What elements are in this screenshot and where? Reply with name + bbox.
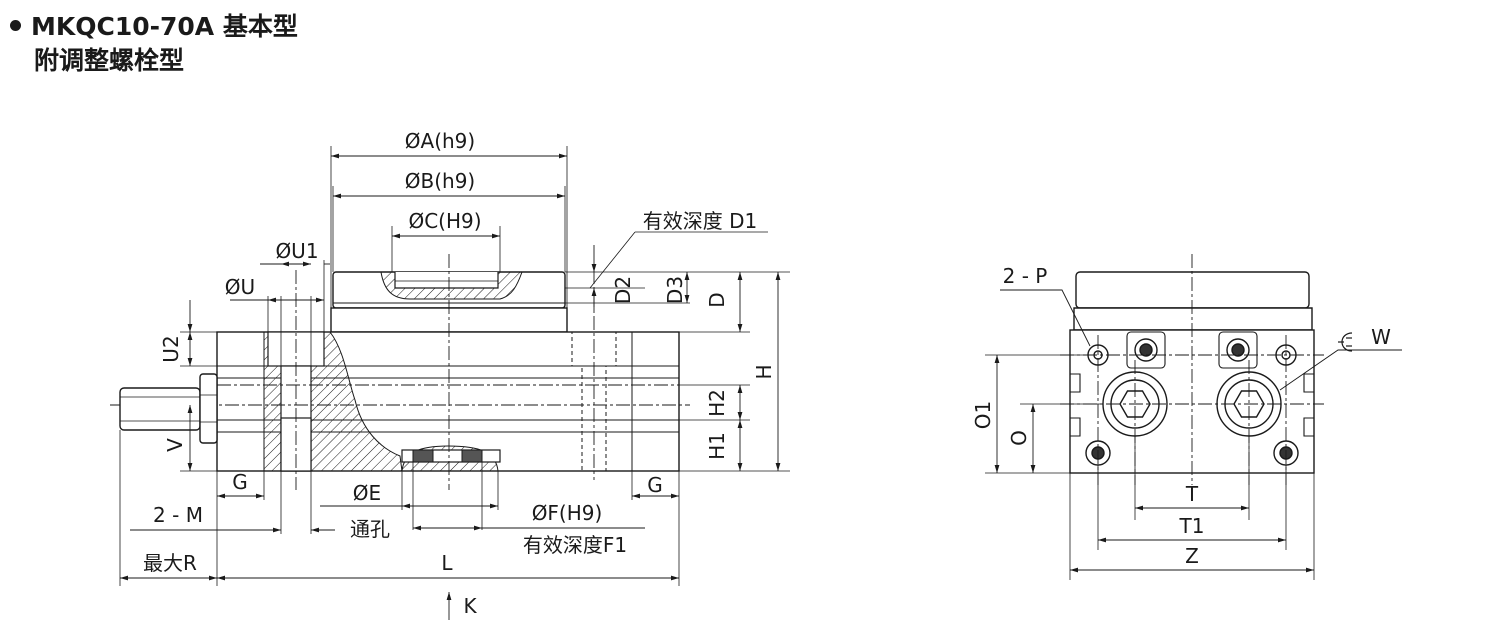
depth-d1-label: 有效深度 D1 — [643, 209, 757, 233]
dim-g-left-label: G — [232, 470, 248, 494]
title-line-1: MKQC10-70A 基本型 — [10, 10, 298, 44]
front-view — [110, 146, 790, 620]
front-view-labels: ØA(h9) ØB(h9) ØC(H9) 有效深度 D1 ØU1 ØU U2 D… — [143, 129, 776, 618]
depth-f1-label: 有效深度F1 — [523, 533, 627, 557]
side-table — [1075, 271, 1310, 309]
dimension-lines — [120, 153, 781, 620]
dim-m-label: 2 - M — [153, 503, 203, 527]
dim-h1-label: H1 — [705, 432, 729, 460]
dim-h-label: H — [752, 364, 776, 379]
side-view — [985, 254, 1402, 580]
cylinder-body — [110, 254, 690, 490]
subtitle: 附调整螺栓型 — [34, 46, 185, 75]
max-r-label: 最大R — [143, 551, 197, 575]
dim-b-label: ØB(h9) — [405, 169, 475, 193]
dim-o-label: O — [1007, 430, 1031, 446]
dim-g-right-label: G — [647, 473, 663, 497]
adjustment-bolt — [119, 373, 218, 444]
dim-z-label: Z — [1185, 544, 1199, 568]
dim-u2-label: U2 — [159, 335, 183, 362]
model-title: MKQC10-70A 基本型 — [31, 12, 298, 41]
dim-e-label: ØE — [353, 481, 381, 505]
dim-u1-label: ØU1 — [275, 239, 318, 263]
drawing-title: MKQC10-70A 基本型 附调整螺栓型 — [10, 10, 298, 78]
dim-v-label: V — [163, 438, 187, 452]
dim-k-label: K — [463, 594, 477, 618]
side-view-labels: 2 - P W O1 O T T1 Z — [971, 264, 1391, 568]
dim-a-label: ØA(h9) — [405, 129, 475, 153]
wrench-icon — [1338, 332, 1353, 352]
dim-l-label: L — [441, 551, 453, 575]
dim-c-label: ØC(H9) — [408, 209, 481, 233]
bullet-icon — [10, 19, 21, 31]
dim-f-label: ØF(H9) — [532, 501, 603, 525]
dim-o1-label: O1 — [971, 401, 995, 429]
dim-w-label: W — [1371, 325, 1391, 349]
dim-h2-label: H2 — [705, 389, 729, 417]
dim-d3-label: D3 — [663, 276, 687, 304]
dim-t1-label: T1 — [1179, 514, 1205, 538]
dim-d2-label: D2 — [611, 276, 635, 304]
dim-u-label: ØU — [225, 275, 255, 299]
dim-d-label: D — [705, 292, 729, 307]
dim-t-label: T — [1185, 482, 1199, 506]
thru-hole-label: 通孔 — [350, 517, 390, 541]
dim-p-label: 2 - P — [1003, 264, 1048, 288]
